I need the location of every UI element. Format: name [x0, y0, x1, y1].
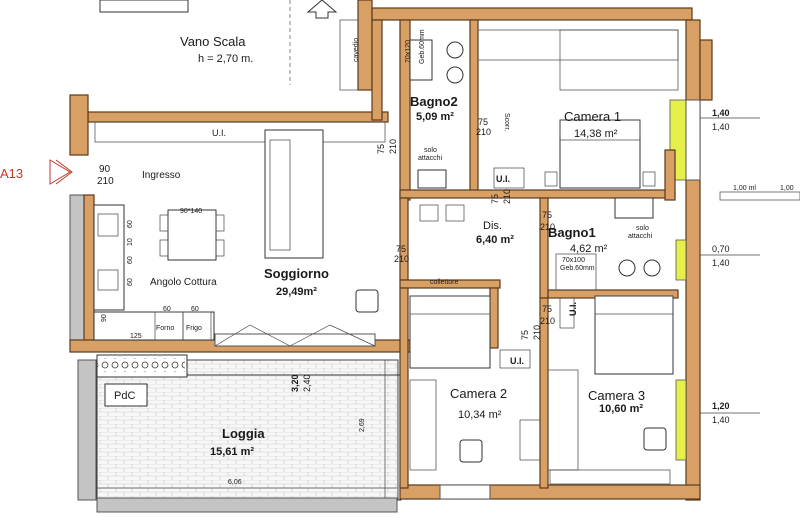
shower-b1-geb: Geb.60mm — [560, 265, 595, 272]
forno-label: Forno — [156, 325, 174, 332]
shower-b2-geb: Geb.60mm — [419, 29, 426, 64]
win4-w: 1,00 ml — [733, 185, 756, 192]
cavedio-label: cavedio — [353, 38, 360, 62]
dis-name: Dis. — [483, 220, 502, 232]
loggia-windows — [214, 324, 376, 347]
door-dims: 90 210 75 210 75 210 75 210 75 210 75 21… — [97, 117, 555, 340]
door-dis-right-h: 210 — [540, 222, 555, 232]
vano-scala-name: Vano Scala — [180, 34, 246, 49]
camera2-name: Camera 2 — [450, 386, 507, 401]
pdc-unit — [104, 383, 148, 407]
door-bagno1-w: 75 — [376, 144, 386, 154]
soggiorno-area: 29,49m² — [276, 286, 317, 298]
soggiorno-name: Soggiorno — [264, 266, 329, 281]
door-camera2-h: 210 — [532, 325, 542, 340]
loggia-dim-w: 6,06 — [228, 479, 242, 486]
door-camera3-h: 210 — [540, 316, 555, 326]
camera1-name: Camera 1 — [564, 109, 621, 124]
camera3-bed — [547, 295, 674, 485]
win1-h: 1,40 — [712, 122, 730, 132]
door-soggiorno-w: 75 — [396, 244, 406, 254]
sofa — [264, 129, 324, 259]
camera1-area: 14,38 m² — [574, 128, 618, 140]
angolo-cottura-name: Angolo Cottura — [150, 277, 217, 288]
section-marker-label: A13 — [0, 166, 23, 181]
bagno2-solo: solo — [424, 147, 437, 154]
win1-w: 1,40 — [712, 108, 730, 118]
scorr-label: Scorr. — [503, 113, 510, 131]
vano-scala-height: h = 2,70 m. — [198, 53, 253, 65]
bagno2-name: Bagno2 — [410, 94, 458, 109]
soggiorno-chair — [355, 289, 379, 313]
bagno2-area: 5,09 m² — [416, 111, 454, 123]
shower-b1-size: 70x100 — [562, 257, 585, 264]
door-bagno2-w: 75 — [478, 117, 488, 127]
kitchen-dims: 60 10 60 60 90 125 60 60 — [101, 220, 199, 340]
bagno1-name: Bagno1 — [548, 225, 596, 240]
door-dis-left-w: 75 — [490, 194, 500, 204]
camera3-name: Camera 3 — [588, 388, 645, 403]
door-camera2-w: 75 — [520, 330, 530, 340]
dining-table — [159, 209, 225, 261]
table-size: 90*140 — [180, 208, 202, 215]
kdim-forno: 60 — [163, 306, 171, 313]
loggia-area: 15,61 m² — [210, 446, 254, 458]
kitchen-counter — [93, 204, 215, 341]
furniture — [93, 39, 674, 485]
kdim-90: 90 — [101, 314, 108, 322]
section-marker: A13 — [0, 159, 73, 185]
win3-w: 1,20 — [712, 401, 730, 411]
win2-h: 1,40 — [712, 258, 730, 268]
door-ingresso-h: 210 — [97, 176, 114, 187]
bagno1-fixtures — [555, 197, 661, 291]
frigo-label: Frigo — [186, 325, 202, 332]
ui-label-soggiorno: U.I. — [212, 128, 226, 138]
door-ingresso-w: 90 — [99, 164, 111, 175]
bagno2-fixtures — [409, 39, 464, 189]
door-soggiorno-h: 210 — [394, 254, 409, 264]
loggia-dims: 6,06 3,20 2,40 2,69 — [97, 360, 397, 498]
door-bagno1-h: 210 — [388, 139, 398, 154]
door-dis-left-h: 210 — [502, 189, 512, 204]
camera2-area: 10,34 m² — [458, 409, 502, 421]
win3-h: 1,40 — [712, 415, 730, 425]
ui-label-camera3: U.I. — [568, 302, 578, 316]
ui-label-dis: U.I. — [496, 174, 510, 184]
kdim-10: 10 — [127, 238, 134, 246]
win5-w: 1,00 — [780, 185, 794, 192]
bagno1-solo: solo — [636, 225, 649, 232]
collettore-label: collettore — [430, 279, 459, 286]
dis-area: 6,40 m² — [476, 234, 514, 246]
kdim-frigo: 60 — [191, 306, 199, 313]
camera3-area: 10,60 m² — [599, 403, 643, 415]
camera1-bed — [544, 119, 656, 189]
loggia-dim-h2: 2,40 — [302, 374, 312, 392]
camera2-bed — [409, 295, 541, 471]
bagno1-attacchi: attacchi — [628, 233, 653, 240]
kdim-60c: 60 — [127, 278, 134, 286]
ingresso-name: Ingresso — [142, 170, 181, 181]
kdim-60b: 60 — [127, 256, 134, 264]
loggia-name: Loggia — [222, 426, 265, 441]
loggia-dim-h1: 3,20 — [290, 374, 300, 392]
door-dis-right-w: 75 — [542, 210, 552, 220]
interior-walls — [94, 19, 679, 489]
window-dims: 1,40 1,40 0,70 1,40 1,20 1,40 1,00 ml 1,… — [712, 108, 794, 425]
bagno1-area: 4,62 m² — [570, 243, 608, 255]
win2-w: 0,70 — [712, 244, 730, 254]
loggia — [77, 354, 402, 513]
shower-b2-size: 70x120 — [405, 40, 412, 63]
door-bagno2-h: 210 — [476, 127, 491, 137]
loggia-dim-h3: 2,69 — [359, 418, 366, 432]
door-camera3-w: 75 — [542, 304, 552, 314]
right-window-dims — [700, 117, 800, 414]
loggia-fence — [97, 358, 185, 372]
kdim-125: 125 — [130, 333, 142, 340]
ui-label-camera2: U.I. — [510, 356, 524, 366]
pdc-label: PdC — [114, 390, 135, 402]
bagno2-attacchi: attacchi — [418, 155, 443, 162]
stairwell-area — [99, 0, 338, 85]
kdim-60a: 60 — [127, 220, 134, 228]
